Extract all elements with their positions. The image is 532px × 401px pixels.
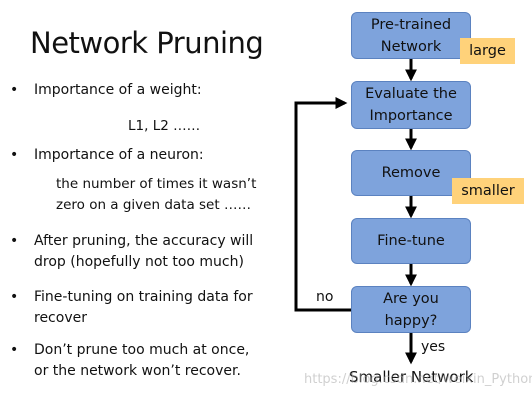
box-finetune: Fine-tune (351, 218, 471, 264)
watermark-text: https://blog.csdn.net/weixin_PythonC (304, 372, 532, 387)
bullet-dot: • (10, 147, 19, 163)
bullet-dot: • (10, 289, 19, 305)
final-smaller-network: Smaller Network (349, 368, 474, 386)
bullet-dont-prune-text: Don’t prune too much at once, (34, 342, 250, 358)
box-happy-line1: Are you (383, 290, 439, 307)
arrow-happy-no-loop (294, 97, 351, 312)
neuron-detail-line1: the number of times it wasn’t (56, 176, 257, 192)
bullet-weight-text: Importance of a weight: (34, 82, 202, 98)
tag-smaller: smaller (452, 178, 524, 204)
box-remove: Remove (351, 150, 471, 196)
bullet-dont-prune-text-cont: or the network won’t recover. (34, 363, 241, 379)
bullet-dot: • (10, 233, 19, 249)
bullet-accuracy-text-cont: drop (hopefully not too much) (34, 254, 244, 270)
box-pretrained-line1: Pre-trained (370, 16, 452, 33)
slide-title: Network Pruning (30, 26, 264, 60)
bullet-neuron-text: Importance of a neuron: (34, 147, 204, 163)
box-evaluate-importance: Evaluate the Importance (351, 81, 471, 129)
bullet-finetune-text-cont: recover (34, 310, 87, 326)
neuron-detail-line2: zero on a given data set …… (56, 197, 251, 213)
bullet-accuracy-text: After pruning, the accuracy will (34, 233, 254, 249)
box-finetune-label: Fine-tune (377, 233, 445, 249)
box-remove-label: Remove (381, 165, 441, 181)
box-pretrained-network: Pre-trained Network (351, 12, 471, 59)
bullet-dot: • (10, 82, 19, 98)
box-pretrained-line2: Network (380, 38, 442, 55)
label-no: no (316, 289, 334, 305)
bullet-finetune-text: Fine-tuning on training data for (34, 289, 253, 305)
label-yes: yes (421, 339, 446, 355)
box-evaluate-line2: Importance (369, 108, 453, 124)
box-evaluate-line1: Evaluate the (365, 86, 457, 102)
box-happy-line2: happy? (384, 312, 438, 329)
box-are-you-happy: Are you happy? (351, 286, 471, 333)
tag-large: large (460, 38, 515, 64)
weight-detail: L1, L2 …… (128, 118, 201, 134)
bullet-dot: • (10, 342, 19, 358)
